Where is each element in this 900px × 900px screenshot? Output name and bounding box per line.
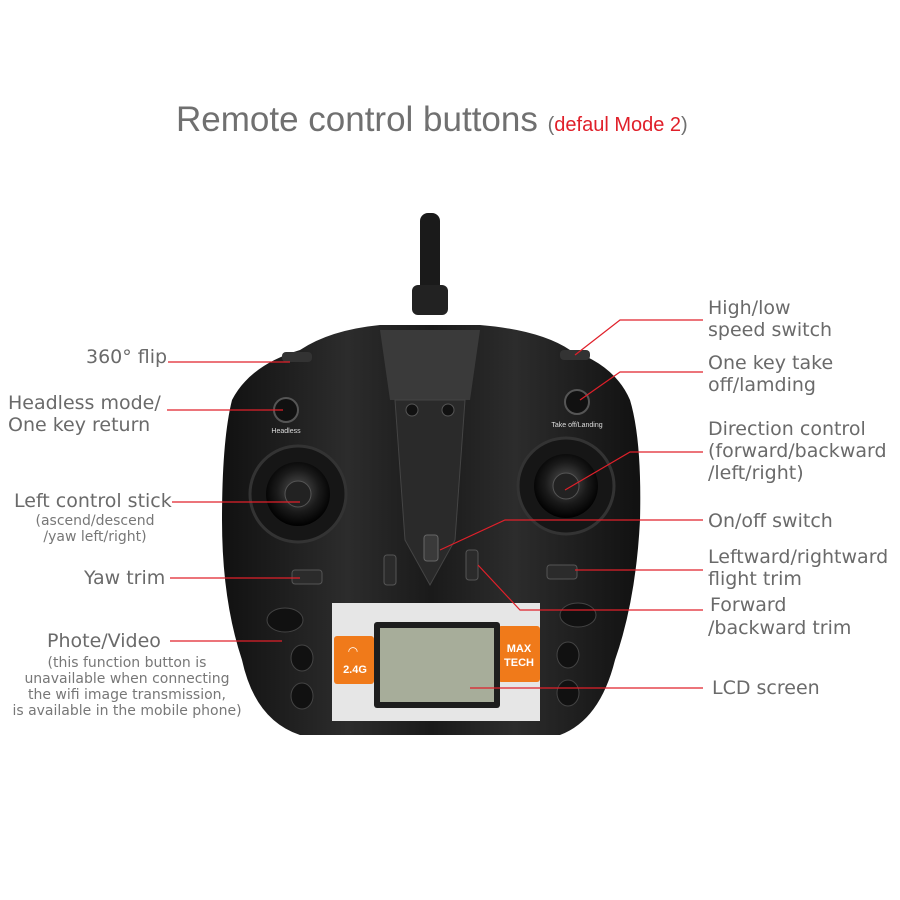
- headless-print: Headless: [271, 428, 301, 435]
- band-label: 2.4G: [343, 664, 367, 676]
- label-direction-1: Direction control: [708, 418, 866, 440]
- flip-button[interactable]: [282, 352, 312, 362]
- label-direction-2: (forward/backward: [708, 440, 887, 462]
- brand-line-1: MAX: [507, 643, 532, 655]
- label-photo-sub-4: is available in the mobile phone): [12, 703, 242, 719]
- label-onoff: On/off switch: [708, 510, 833, 532]
- lr-trim[interactable]: [546, 564, 578, 580]
- label-fb-trim-1: Forward: [710, 594, 787, 616]
- title-text: Remote control buttons: [176, 100, 538, 139]
- power-switch[interactable]: [423, 534, 439, 562]
- label-lcd: LCD screen: [712, 677, 820, 699]
- label-lr-trim-1: Leftward/rightward: [708, 546, 889, 568]
- antenna: [412, 213, 448, 315]
- label-speed-2: speed switch: [708, 319, 833, 341]
- left-side-buttons: [266, 607, 314, 710]
- label-photo-sub-3: the wifi image transmission,: [28, 687, 226, 703]
- right-control-stick[interactable]: [516, 436, 616, 536]
- label-fb-trim-2: /backward trim: [708, 617, 852, 639]
- fb-trim[interactable]: [465, 549, 479, 581]
- title-paren-close: ): [681, 114, 688, 136]
- label-headless-2: One key return: [8, 414, 151, 436]
- takeoff-print: Take off/Landing: [551, 422, 602, 429]
- left-control-stick[interactable]: [248, 444, 348, 544]
- label-direction-3: /left/right): [708, 462, 804, 484]
- brand-line-2: TECH: [504, 657, 534, 669]
- mode-note: defaul Mode 2: [554, 114, 682, 136]
- leader-lines: [167, 319, 703, 689]
- photo-video-button[interactable]: [290, 644, 314, 672]
- label-takeoff-2: off/lamding: [708, 374, 816, 396]
- right-side-buttons: [556, 602, 597, 707]
- label-photo-sub-1: (this function button is: [47, 655, 207, 671]
- label-headless-1: Headless mode/: [8, 392, 161, 414]
- label-photo-sub-2: unavailable when connecting: [24, 671, 230, 687]
- yaw-trim[interactable]: [291, 569, 323, 585]
- lcd-screen: [380, 628, 494, 702]
- label-left-stick-sub-2: /yaw left/right): [43, 529, 147, 545]
- label-takeoff-1: One key take: [708, 352, 834, 374]
- takeoff-landing-button[interactable]: [564, 389, 590, 415]
- label-photo-video: Phote/Video: [47, 630, 161, 652]
- left-vertical-trim[interactable]: [383, 554, 397, 586]
- label-left-stick: Left control stick: [14, 490, 172, 512]
- label-lr-trim-2: flight trim: [708, 568, 802, 590]
- label-yaw-trim: Yaw trim: [84, 567, 166, 589]
- label-speed-1: High/low: [708, 297, 791, 319]
- page-title: Remote control buttons (defaul Mode 2): [176, 100, 688, 140]
- wifi-icon: ◠: [348, 644, 358, 658]
- label-360-flip: 360° flip: [86, 346, 168, 368]
- title-paren-open: (: [547, 114, 555, 136]
- label-left-stick-sub-1: (ascend/descend: [35, 513, 155, 529]
